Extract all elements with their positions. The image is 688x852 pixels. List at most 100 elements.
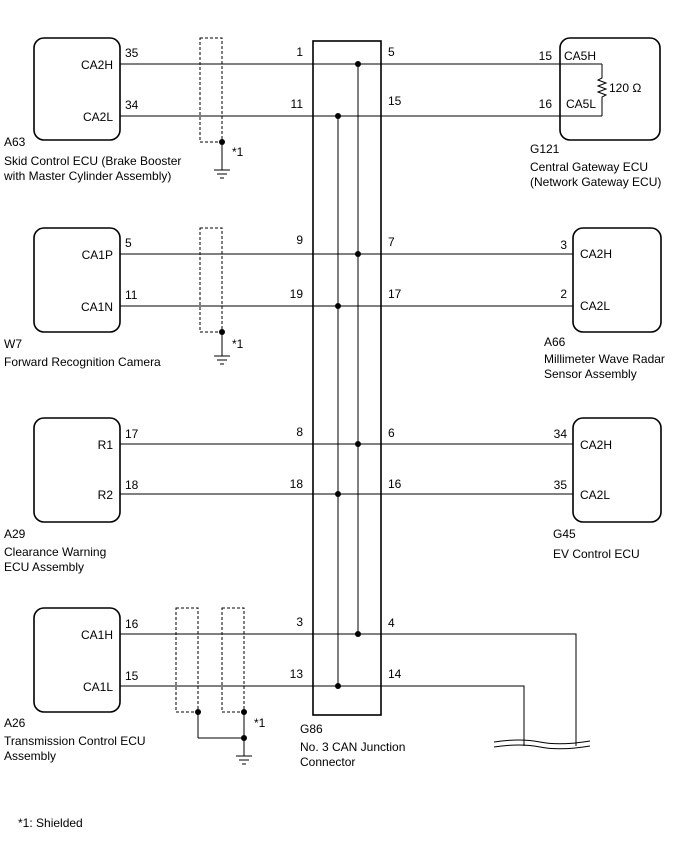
a29-pin-label-r1: R1: [98, 438, 114, 452]
a29-pin-label-r2: R2: [98, 488, 114, 502]
junction-pin-left-9: 9: [296, 233, 303, 247]
junction-pin-left-3: 3: [296, 615, 303, 629]
splice-dot-high-3: [355, 441, 361, 447]
a26-pin-number-16: 16: [125, 617, 139, 631]
junction-pin-right-4: 4: [388, 616, 395, 630]
splice-dot-high-4: [355, 631, 361, 637]
junction-pin-right-14: 14: [388, 667, 402, 681]
splice-dot-high-1: [355, 61, 361, 67]
junction-pin-left-11: 11: [291, 97, 304, 111]
g121-terminating-resistor: [596, 64, 608, 116]
a66-radar-box: [572, 227, 662, 333]
a26-shield-mark: *1: [254, 716, 266, 730]
w7-camera-box: [33, 227, 121, 333]
a63-ecu-box: [33, 37, 121, 141]
g45-pin-label-ca2l: CA2L: [580, 488, 610, 502]
a26-ecu-box: [33, 607, 121, 713]
a63-name-line-2: with Master Cylinder Assembly): [3, 169, 171, 183]
a26-pin-label-ca1l: CA1L: [83, 680, 113, 694]
w7-pin-label-ca1n: CA1N: [81, 300, 113, 314]
junction-pin-left-19: 19: [290, 287, 304, 301]
splice-dot-low-3: [335, 491, 341, 497]
a66-name-line-1: Millimeter Wave Radar: [544, 352, 665, 366]
a29-name-line-2: ECU Assembly: [4, 560, 84, 574]
a63-name-line-1: Skid Control ECU (Brake Booster: [4, 154, 181, 168]
a26-name-line-1: Transmission Control ECU: [4, 734, 146, 748]
g45-ecu-box: [572, 417, 662, 523]
a63-shield: [199, 37, 223, 143]
g121-resistor-value: 120 Ω: [609, 81, 641, 95]
junction-pin-right-17: 17: [388, 287, 402, 301]
w7-shield: [199, 227, 223, 333]
junction-pin-right-15: 15: [388, 94, 402, 108]
wire-break-mark-upper: [493, 739, 591, 745]
a29-pin-number-17: 17: [125, 427, 139, 441]
a26-code: A26: [4, 716, 26, 730]
g121-pin-number-15: 15: [539, 49, 553, 63]
g121-pin-number-16: 16: [539, 97, 553, 111]
g121-code: G121: [530, 142, 560, 156]
w7-shield-mark: *1: [232, 337, 244, 351]
footnote: *1: Shielded: [18, 816, 83, 830]
a63-shield-mark: *1: [232, 145, 244, 159]
w7-pin-number-5: 5: [125, 236, 132, 250]
splice-dot-high-2: [355, 251, 361, 257]
a66-pin-number-3: 3: [560, 238, 567, 252]
a66-pin-label-ca2h: CA2H: [580, 247, 612, 261]
g45-pin-number-34: 34: [554, 427, 568, 441]
junction-pin-right-5: 5: [388, 45, 395, 59]
wire-pin14-continuation: [381, 685, 525, 746]
a63-pin-number-34: 34: [125, 98, 139, 112]
a26-shield-splice-right: [241, 709, 247, 715]
splice-dot-low-2: [335, 303, 341, 309]
wire-pin4-continuation: [381, 633, 577, 746]
a63-pin-label-ca2h: CA2H: [81, 58, 113, 72]
a26-pin-label-ca1h: CA1H: [81, 628, 113, 642]
a26-name-line-2: Assembly: [4, 749, 56, 763]
g45-code: G45: [553, 527, 576, 541]
junction-name-line-1: No. 3 CAN Junction: [300, 740, 405, 754]
w7-pin-number-11: 11: [125, 288, 138, 302]
junction-name-line-2: Connector: [300, 755, 355, 769]
w7-name-line-1: Forward Recognition Camera: [4, 355, 161, 369]
a66-name-line-2: Sensor Assembly: [544, 367, 637, 381]
w7-code: W7: [4, 337, 22, 351]
a26-pin-number-15: 15: [125, 669, 139, 683]
a66-code: A66: [544, 335, 566, 349]
junction-pin-right-16: 16: [388, 477, 402, 491]
a29-name-line-1: Clearance Warning: [4, 545, 106, 559]
a29-pin-number-18: 18: [125, 478, 139, 492]
a26-shield-splice-left: [195, 709, 201, 715]
g121-name-line-2: (Network Gateway ECU): [530, 175, 661, 189]
junction-code: G86: [300, 722, 323, 736]
wire-break-mark-lower: [493, 744, 591, 750]
a29-code: A29: [4, 527, 26, 541]
g121-name-line-1: Central Gateway ECU: [530, 160, 648, 174]
junction-pin-left-8: 8: [296, 425, 303, 439]
junction-pin-right-7: 7: [388, 235, 395, 249]
g45-pin-number-35: 35: [554, 478, 568, 492]
a63-shield-splice: [219, 139, 225, 145]
a26-shield-splice-join: [241, 735, 247, 741]
a66-pin-number-2: 2: [560, 287, 567, 301]
g45-name-line-1: EV Control ECU: [553, 547, 640, 561]
a26-shield-low: [221, 607, 245, 713]
splice-dot-low-1: [335, 113, 341, 119]
junction-pin-left-13: 13: [290, 667, 304, 681]
a63-code: A63: [4, 135, 26, 149]
junction-connector-box: [312, 40, 382, 716]
a29-ecu-box: [33, 417, 121, 523]
splice-dot-low-4: [335, 683, 341, 689]
w7-shield-splice: [219, 329, 225, 335]
w7-pin-label-ca1p: CA1P: [82, 248, 113, 262]
g121-pin-label-ca5l: CA5L: [566, 97, 596, 111]
g45-pin-label-ca2h: CA2H: [580, 438, 612, 452]
junction-pin-left-18: 18: [290, 477, 304, 491]
junction-pin-right-6: 6: [388, 426, 395, 440]
a26-shield-high: [175, 607, 199, 713]
junction-pin-left-1: 1: [296, 45, 303, 59]
a66-pin-label-ca2l: CA2L: [580, 299, 610, 313]
a63-pin-label-ca2l: CA2L: [83, 110, 113, 124]
a63-pin-number-35: 35: [125, 46, 139, 60]
